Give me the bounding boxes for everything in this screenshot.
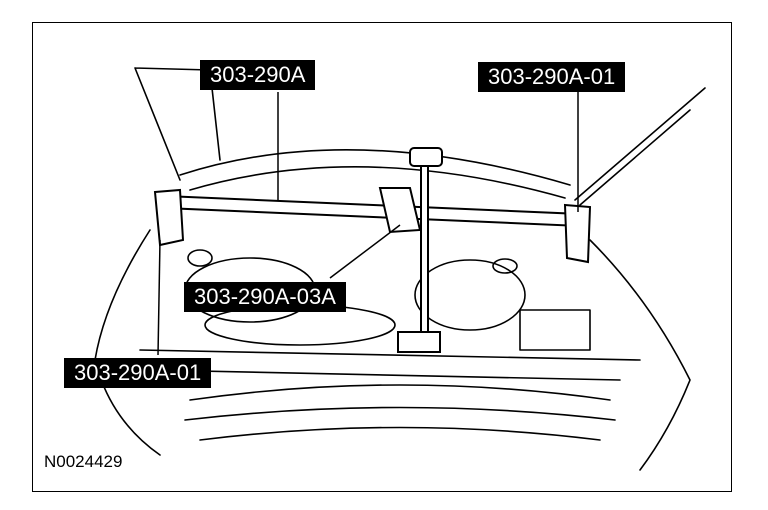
- lift-foot: [397, 331, 441, 353]
- right-fender: [589, 239, 691, 471]
- right-bracket: [563, 203, 592, 264]
- hook-rod: [420, 159, 429, 336]
- battery: [519, 309, 591, 351]
- adjust-knob: [409, 147, 443, 167]
- reservoir-cap: [187, 249, 213, 267]
- air-cleaner: [414, 259, 526, 331]
- radiator-support: [139, 349, 641, 381]
- support-bar: [164, 194, 581, 228]
- figure-id: N0024429: [44, 452, 123, 471]
- fluid-cap: [492, 258, 518, 274]
- callout-right-bracket: 303-290A-01: [478, 62, 626, 92]
- callout-center-adapter: 303-290A-03A: [184, 282, 346, 312]
- cowl-line: [179, 149, 571, 186]
- cowl-line-2: [189, 166, 566, 199]
- left-fender: [94, 229, 161, 456]
- front-bumper: [184, 384, 616, 421]
- hood-right-edge: [574, 87, 706, 206]
- callout-main-bar: 303-290A: [200, 60, 316, 90]
- left-bracket: [153, 188, 185, 247]
- leader-center-adapter: [329, 224, 401, 279]
- grille: [199, 426, 601, 441]
- callout-left-bracket: 303-290A-01: [64, 358, 212, 388]
- leader-left-bracket: [157, 239, 161, 356]
